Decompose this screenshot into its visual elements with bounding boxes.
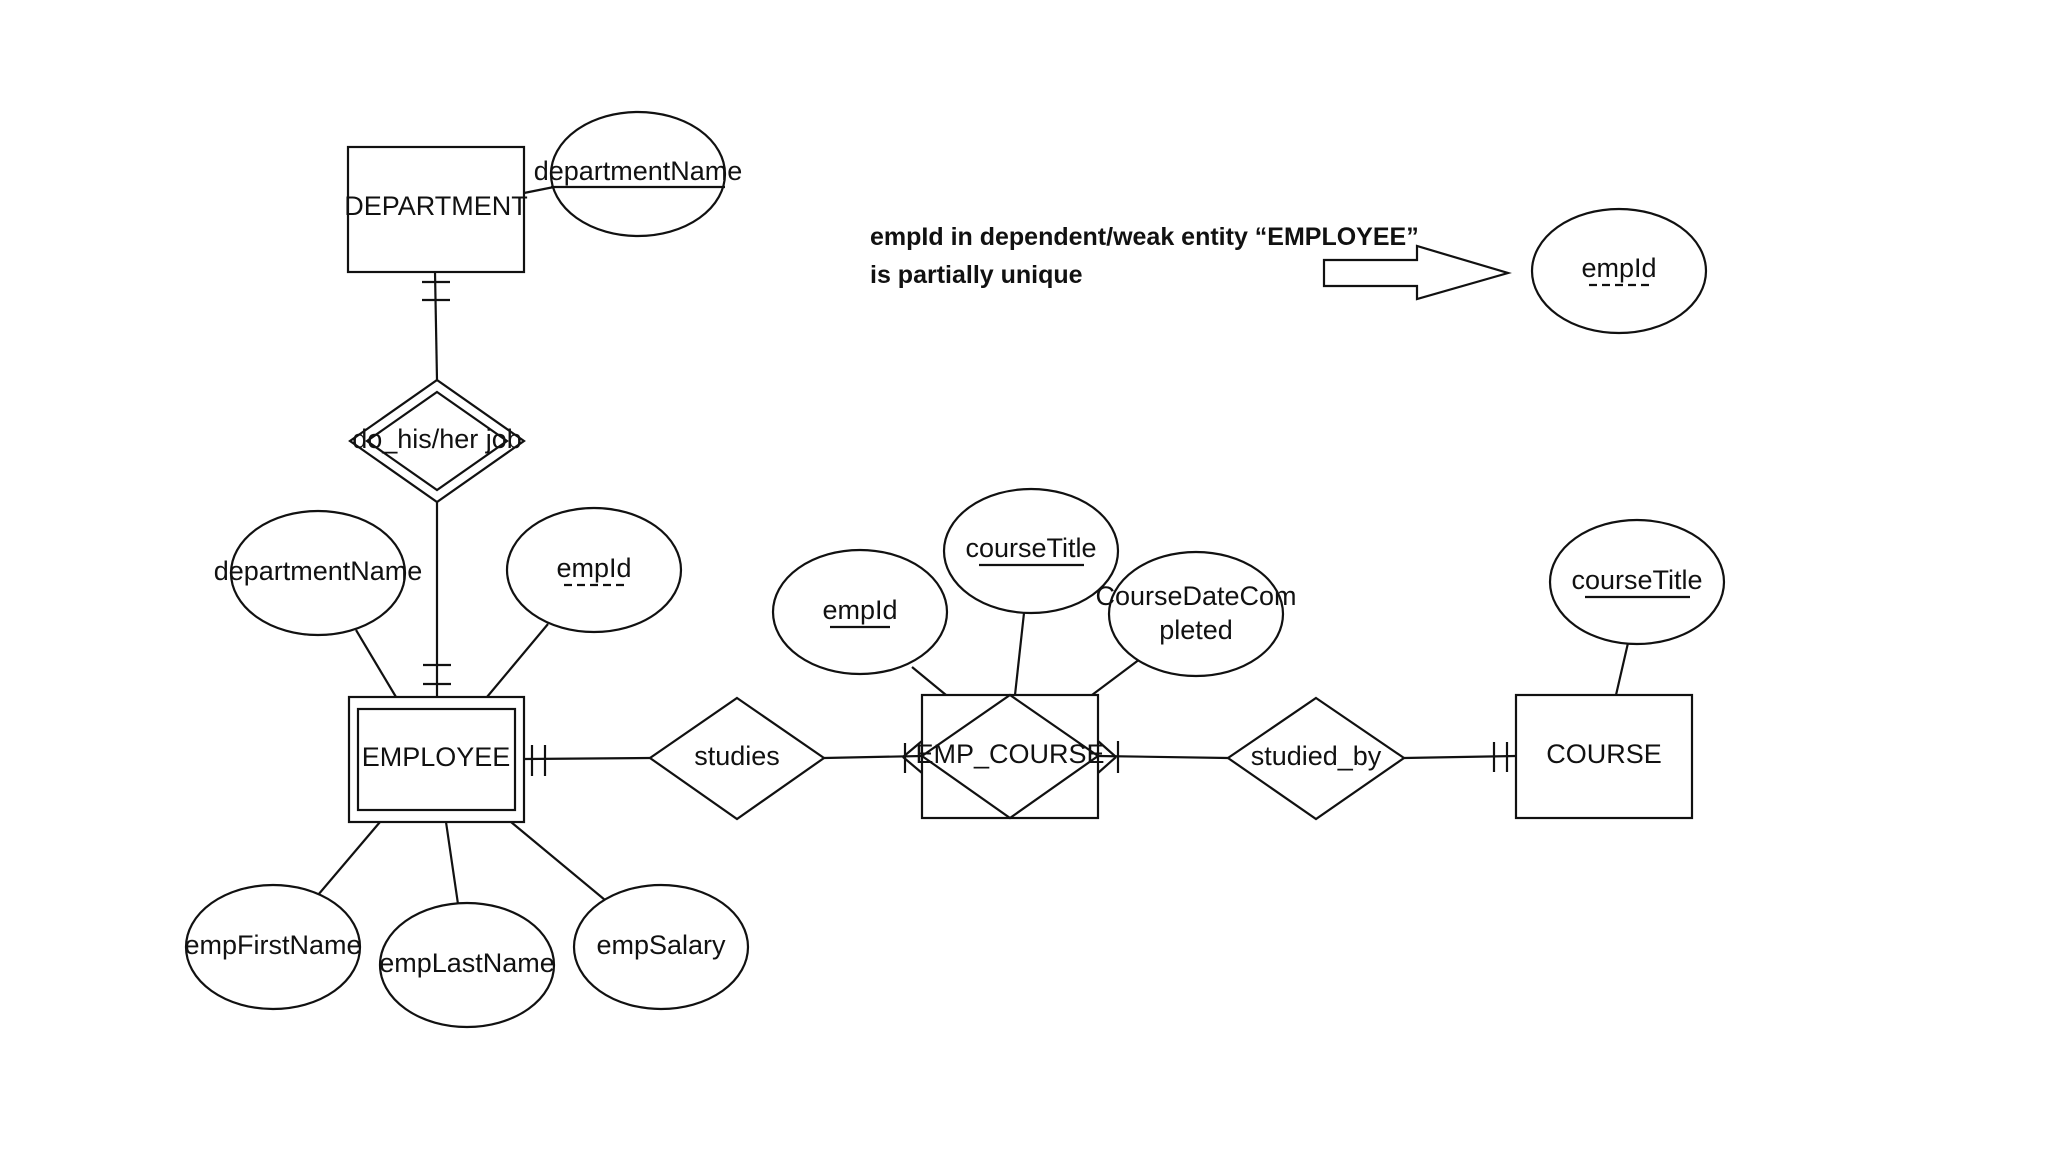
emp-course-associative-entity: EMP_COURSE	[915, 693, 1105, 820]
employee-empid-partial-key-attribute: empId	[505, 506, 683, 634]
employee-department-name-label: departmentName	[214, 556, 423, 586]
emp-course-coursetitle-label: courseTitle	[965, 533, 1096, 563]
note-line-2: is partially unique	[870, 261, 1083, 289]
employee-department-name-attribute: departmentName	[214, 509, 423, 637]
emp-last-name-label: empLastName	[379, 948, 555, 978]
cardinality-marks	[422, 280, 1509, 776]
empcourse-crowfoot-right	[1097, 740, 1120, 774]
course-one-mandatory-mark	[1492, 742, 1509, 772]
studied-by-relationship: studied_by	[1226, 696, 1406, 821]
department-name-key-label: departmentName	[534, 156, 743, 186]
course-coursetitle-line	[1614, 642, 1630, 696]
employee-entity-label: EMPLOYEE	[362, 742, 511, 772]
dept-to-dept-name-line	[523, 185, 555, 195]
studiedby-to-course-line	[1403, 754, 1517, 760]
studies-relationship-label: studies	[694, 741, 780, 771]
emp-salary-label: empSalary	[596, 930, 726, 960]
emp-last-name-attribute: empLastName	[378, 901, 556, 1029]
right-arrow-icon	[1322, 244, 1512, 301]
emp-course-coursetitle-attribute: courseTitle	[942, 487, 1120, 615]
emp-course-empid-attribute: empId	[771, 548, 949, 676]
note-line-1: empId in dependent/weak entity “EMPLOYEE…	[870, 223, 1419, 251]
legend-empid-attribute: empId	[1530, 207, 1708, 335]
studies-relationship: studies	[648, 696, 826, 821]
department-entity: DEPARTMENT	[344, 145, 528, 274]
employee-empid-label: empId	[556, 553, 631, 583]
course-entity-label: COURSE	[1546, 739, 1662, 769]
studied-by-relationship-label: studied_by	[1251, 741, 1382, 771]
course-coursetitle-label: courseTitle	[1571, 565, 1702, 595]
studies-to-empcourse-line	[823, 754, 923, 760]
emp-course-entity-label: EMP_COURSE	[915, 739, 1104, 769]
employee-weak-entity: EMPLOYEE	[347, 695, 526, 824]
dept-one-mandatory-mark	[422, 280, 450, 302]
empcourse-date-line	[1091, 658, 1141, 696]
empcourse-empid-line	[911, 666, 947, 696]
department-entity-label: DEPARTMENT	[344, 191, 528, 221]
legend-empid-label: empId	[1581, 253, 1656, 283]
emp-salary-line	[510, 821, 606, 901]
emp-lastname-line	[444, 821, 460, 905]
course-entity: COURSE	[1514, 693, 1694, 820]
employee-to-studies-line	[523, 756, 651, 761]
empcourse-crowfoot-left	[902, 740, 923, 774]
emp-salary-attribute: empSalary	[572, 883, 750, 1011]
course-date-completed-attribute: CourseDateCom pleted	[1095, 550, 1297, 678]
connectors	[317, 185, 1630, 905]
emp-dept-name-line	[355, 629, 397, 698]
department-name-key-attribute: departmentName	[534, 110, 743, 238]
employee-one-mandatory-mark-right	[530, 745, 547, 776]
emp-firstname-line	[317, 821, 381, 896]
empcourse-to-studiedby-line	[1097, 754, 1229, 760]
employee-one-mandatory-mark-top	[423, 663, 451, 686]
do-job-relationship-label: do_his/her job	[352, 424, 522, 454]
course-date-completed-label-line2: pleted	[1159, 615, 1233, 645]
partial-key-note: empId in dependent/weak entity “EMPLOYEE…	[870, 223, 1419, 289]
emp-first-name-label: empFirstName	[184, 930, 361, 960]
empcourse-coursetitle-line	[1013, 612, 1026, 696]
do-job-relationship: do_his/her job	[348, 378, 526, 504]
emp-first-name-attribute: empFirstName	[184, 883, 362, 1011]
dept-to-rel-line	[433, 271, 439, 381]
course-coursetitle-attribute: courseTitle	[1548, 518, 1726, 646]
course-date-completed-label-line1: CourseDateCom	[1095, 581, 1296, 611]
emp-empid-line	[486, 623, 549, 698]
emp-course-empid-label: empId	[822, 595, 897, 625]
